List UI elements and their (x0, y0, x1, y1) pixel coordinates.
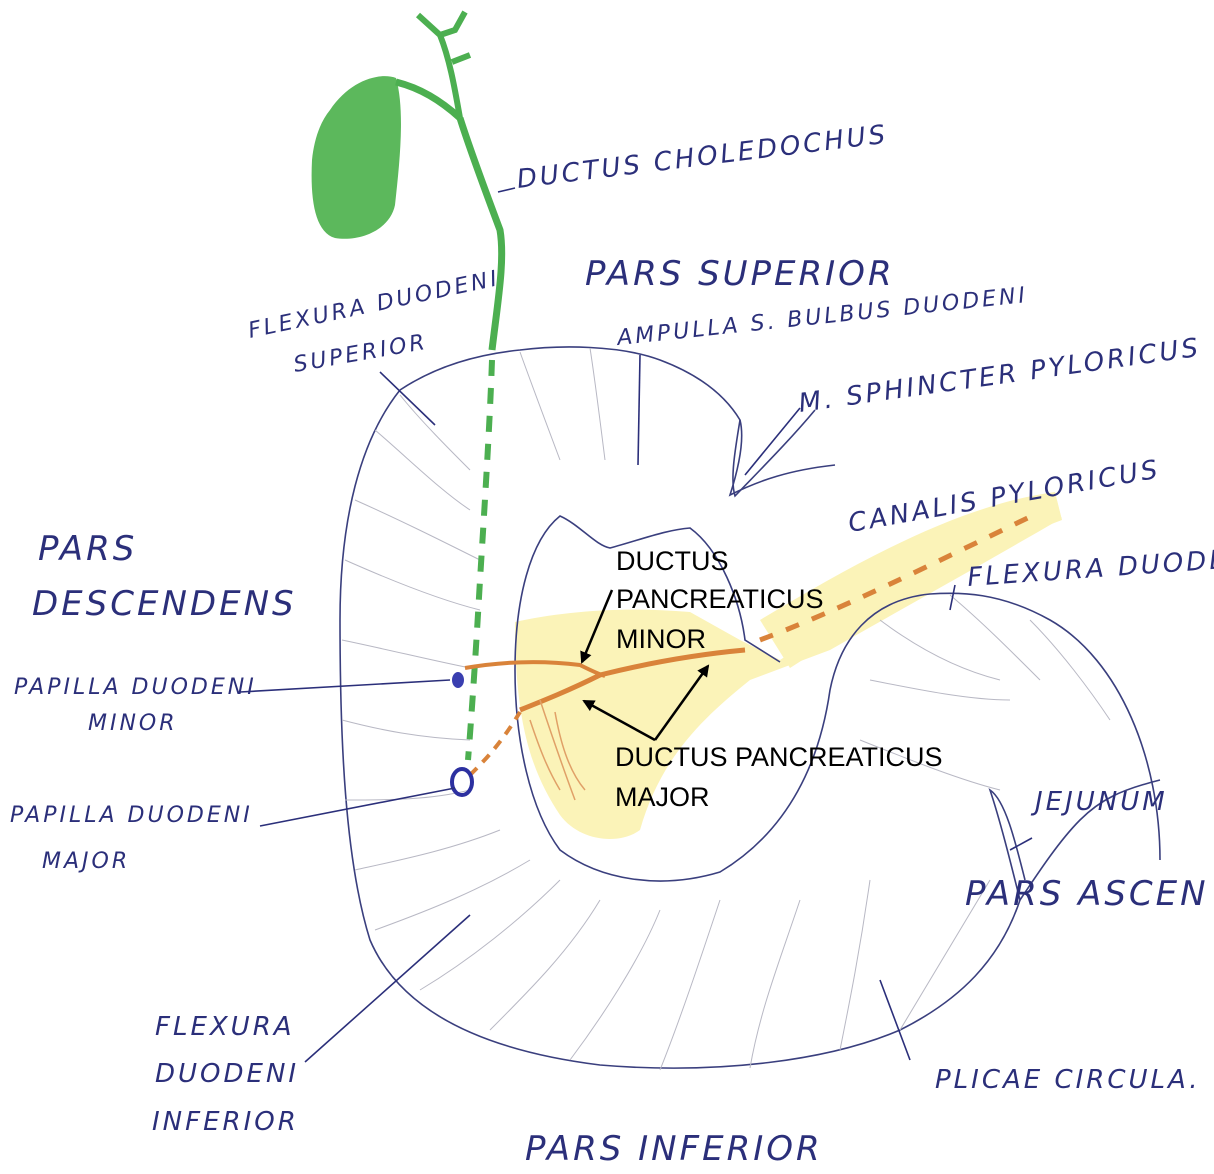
ductus-to-papilla-major (470, 712, 520, 775)
label-papilla-major-2: MAJOR (42, 849, 130, 874)
label-flexura-inferior-2: DUODENI (155, 1059, 299, 1089)
label-flexura-superior-2: SUPERIOR (292, 330, 430, 378)
label-pars-superior: PARS SUPERIOR (585, 254, 895, 294)
label-flexura-inferior-3: INFERIOR (152, 1107, 299, 1137)
cystic-duct (396, 82, 460, 118)
label-flexura-superior-1: FLEXURA DUODENI (246, 266, 502, 344)
ductus-choledochus-line (460, 118, 502, 350)
label-papilla-major-1: PAPILLA DUODENI (10, 803, 253, 828)
label-flexura-inferior-1: FLEXURA (155, 1012, 295, 1042)
label-ductus-pancreaticus-major-1: DUCTUS PANCREATICUS (615, 742, 943, 772)
label-pars-ascendens: PARS ASCEN (965, 874, 1209, 914)
label-pars-inferior: PARS INFERIOR (525, 1129, 823, 1169)
label-plicae-circulares: PLICAE CIRCULA. (935, 1065, 1201, 1095)
plicae-circulares-lines (342, 348, 1110, 1070)
label-pars-descendens-1: PARS (38, 529, 137, 569)
label-pars-descendens-2: DESCENDENS (32, 584, 297, 624)
label-ductus-pancreaticus-major-2: MAJOR (615, 782, 710, 812)
label-papilla-minor-1: PAPILLA DUODENI (14, 675, 257, 700)
label-jejunum: JEJUNUM (1030, 787, 1168, 817)
papilla-minor (452, 672, 464, 688)
gallbladder (312, 76, 401, 239)
label-papilla-minor-2: MINOR (88, 711, 178, 736)
label-ductus-choledochus: DUCTUS CHOLEDOCHUS (515, 120, 890, 195)
label-ductus-pancreaticus-minor-2: PANCREATICUS (616, 584, 824, 614)
label-ductus-pancreaticus-minor-1: DUCTUS (616, 546, 729, 576)
label-sphincter-pyloricus: M. SPHINCTER PYLORICUS (797, 333, 1203, 419)
papilla-major (452, 769, 472, 795)
ductus-choledochus-intramural (468, 360, 492, 760)
pylorus-notch (733, 410, 815, 496)
label-ductus-pancreaticus-minor-3: MINOR (616, 624, 706, 654)
duodenum-outer-wall (340, 347, 1160, 1068)
